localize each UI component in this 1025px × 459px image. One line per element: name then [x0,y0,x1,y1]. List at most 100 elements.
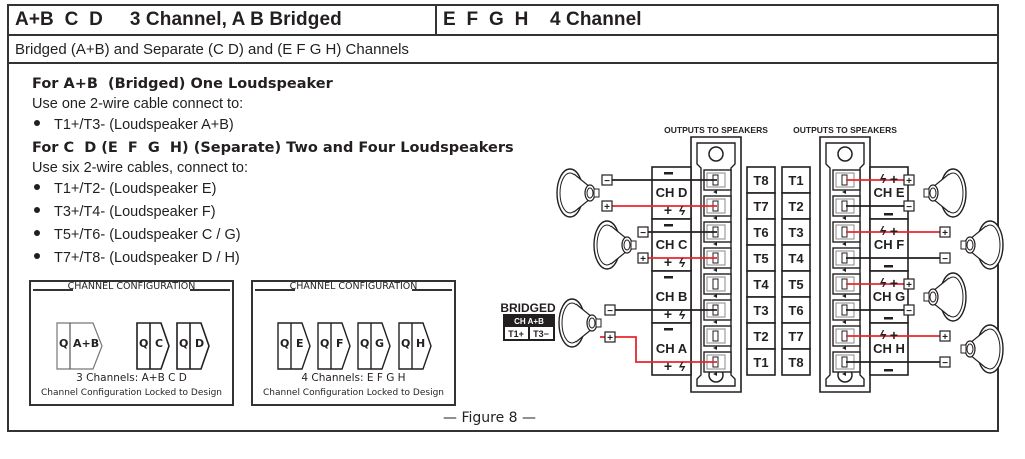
channel-box [651,322,692,376]
channel-label: CH C [656,237,688,252]
plus-sign: + [664,306,672,322]
terminal-label-cell [781,244,811,272]
chip-shape-icon [317,322,351,370]
bridged-item: T1+/T3- (Loudspeaker A+B) [34,117,234,133]
terminal-label-right: T3 [788,225,803,240]
minus-sign [664,276,673,279]
minus-sign [884,317,893,320]
terminal-label-right: T6 [788,303,803,318]
minus-sign: − [906,306,912,317]
bridged-neg-label: T3− [533,329,549,339]
plus-sign: + [890,275,898,291]
terminal-label-left: T6 [753,225,768,240]
lightning-icon: ϟ [880,172,887,186]
speaker-part [588,317,596,329]
channel-box [869,322,909,376]
speaker-part [586,187,594,199]
minus-sign [884,213,893,216]
channel-config-title: CHANNEL CONFIGURATION [31,281,232,292]
terminal-label-cell [746,166,776,194]
minus-terminal-icon [604,304,616,316]
speaker-part [960,344,967,354]
terminal-label-left: T2 [753,329,768,344]
terminal-slot [712,330,719,342]
channel-box [651,270,692,324]
plus-terminal-icon [604,331,616,343]
speaker-ch-f [960,220,1004,270]
mounting-hole-icon [708,146,724,162]
channel-label: CH D [656,185,688,200]
header-right-title: E F G H 4 Channel [443,9,642,30]
plus-sign: + [607,333,613,344]
terminal-label-cell [781,348,811,376]
terminal-label-left: T8 [753,173,768,188]
plus-sign: + [890,223,898,239]
speaker-part [966,343,974,355]
plus-sign: + [942,332,948,343]
bridged-neg-cell [530,327,553,339]
speaker-part [960,240,967,250]
plus-sign: + [640,254,646,265]
plus-sign: + [890,171,898,187]
terminal-label-right: T7 [788,329,803,344]
lightning-icon: ϟ [880,328,887,342]
speaker-part [929,291,937,303]
minus-sign: − [607,306,613,317]
terminal-label-left: T3 [753,303,768,318]
channel-label: CH G [873,289,906,304]
terminal-arrow-icon [842,216,846,220]
channel-label: CH A [656,341,688,356]
terminal-label-right: T5 [788,277,803,292]
terminal-label-left: T1 [753,355,768,370]
plus-sign: + [890,327,898,343]
minus-sign: − [906,202,912,213]
chip-shape-icon [136,322,170,370]
speaker-part [923,292,930,302]
separate-intro: Use six 2-wire cables, connect to: [32,160,248,176]
chip-shape-icon [357,322,391,370]
minus-sign: − [640,228,646,239]
figure-caption: — Figure 8 — [443,410,537,426]
chip-shape-icon [398,322,432,370]
terminal-label-cell [781,166,811,194]
terminal-label-left: T7 [753,199,768,214]
plus-sign: + [604,202,610,213]
minus-terminal-icon [939,252,951,264]
header-left-title: A+B C D 3 Channel, A B Bridged [15,9,342,30]
speaker-part [966,239,974,251]
minus-terminal-icon [939,356,951,368]
terminal-arrow-icon [713,268,717,272]
channel-label: CH H [873,341,905,356]
terminal-label-cell [746,270,776,298]
speaker-part [923,188,930,198]
channel-config-box-3ch: CHANNEL CONFIGURATION Q A+B Q C Q D 3 Ch… [29,280,234,406]
speaker-part [593,188,600,198]
minus-sign [664,328,673,331]
plus-sign: + [664,358,672,374]
bullet-icon [34,207,40,214]
plus-terminal-icon [939,226,951,238]
bullet-icon [34,230,40,237]
bridged-pos-label: T1+ [508,329,524,339]
speaker-bridged-a-b [558,298,602,348]
separate-heading: For C D (E F G H) (Separate) Two and Fou… [32,140,514,156]
lightning-icon: ϟ [880,276,887,290]
terminal-label-cell [746,218,776,246]
terminal-label-cell [781,322,811,350]
speaker-ch-d [556,168,600,218]
channel-box [651,218,692,272]
minus-sign: − [942,358,948,369]
header-left-cell: A+B C D 3 Channel, A B Bridged [7,4,437,36]
minus-sign: − [604,176,610,187]
channel-config-summary: 3 Channels: A+B C D [76,372,187,384]
terminal-arrow-icon [842,372,846,376]
chip-shape-icon [277,322,311,370]
outputs-label-right: OUTPUTS TO SPEAKERS [793,125,897,135]
channel-label: CH B [656,289,688,304]
terminal-label-cell [746,322,776,350]
lightning-icon: ϟ [679,308,686,322]
separate-item: T1+/T2- (Loudspeaker E) [34,181,216,197]
minus-sign: − [942,254,948,265]
channel-config-note: Channel Configuration Locked to Design [41,388,222,398]
terminal-label-left: T4 [753,277,769,292]
